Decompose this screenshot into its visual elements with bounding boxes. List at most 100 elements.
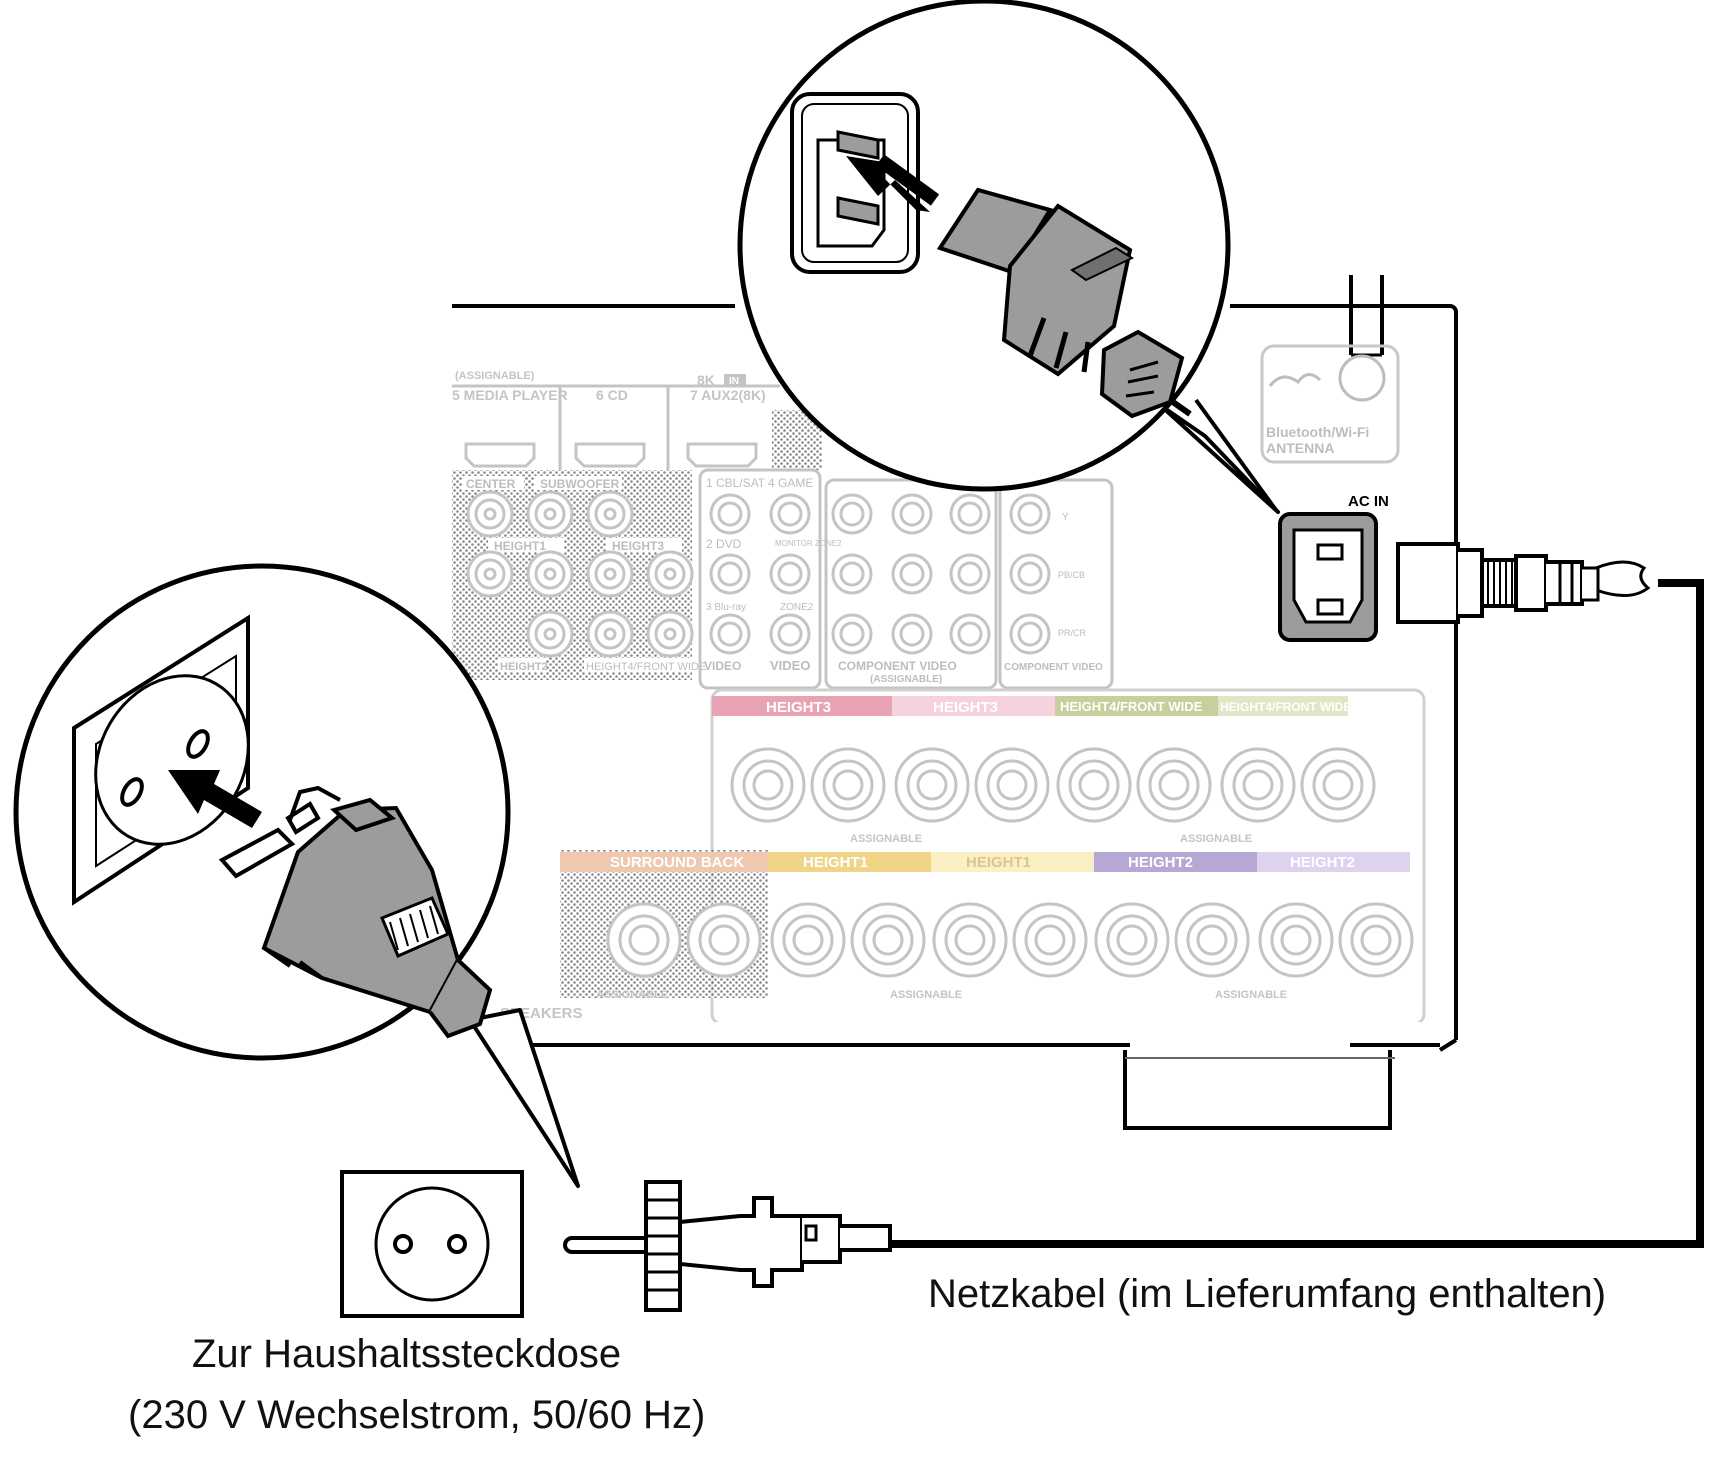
- video-label-monitor: MONITOR ZONE2: [775, 539, 842, 548]
- rca-jack[interactable]: [526, 550, 574, 598]
- speaker-post[interactable]: [810, 747, 886, 823]
- speaker-text-height2-r: HEIGHT2: [1128, 854, 1193, 871]
- rca-jack[interactable]: [891, 613, 933, 655]
- speaker-label-height3-l: [892, 696, 1055, 716]
- ac-in-label: AC IN: [1348, 493, 1389, 510]
- speaker-post[interactable]: [1300, 747, 1376, 823]
- video-in-label: VIDEO: [704, 659, 741, 673]
- rca-jack[interactable]: [891, 553, 933, 595]
- hdmi-label-cd: 6 CD: [596, 387, 628, 403]
- speaker-text-surround-back: SURROUND BACK: [610, 854, 744, 871]
- component-out-label: COMPONENT VIDEO: [1004, 662, 1103, 673]
- zoom-bubble-ac-in: [737, 0, 1280, 514]
- antenna-jack[interactable]: [1260, 344, 1400, 464]
- rca-jack[interactable]: [1009, 613, 1051, 655]
- rca-jack[interactable]: [769, 493, 811, 535]
- rca-jack[interactable]: [769, 553, 811, 595]
- rca-jack[interactable]: [891, 493, 933, 535]
- insert-arrow-icon: [846, 156, 930, 212]
- speaker-text-height3-l: HEIGHT3: [933, 699, 998, 716]
- rca-jack[interactable]: [1009, 553, 1051, 595]
- speaker-post[interactable]: [1174, 902, 1250, 978]
- speaker-post[interactable]: [1258, 902, 1334, 978]
- speaker-label-height4-l: [1218, 696, 1348, 716]
- assignable-label-row1-left: ASSIGNABLE: [850, 833, 922, 845]
- video-jacks: [709, 493, 1051, 655]
- hdmi-port-7[interactable]: [686, 442, 758, 468]
- rca-jack[interactable]: [709, 553, 751, 595]
- hdmi-label-media-player: 5 MEDIA PLAYER: [452, 387, 568, 403]
- rca-jack[interactable]: [949, 553, 991, 595]
- rca-jack[interactable]: [709, 493, 751, 535]
- rca-jack[interactable]: [1009, 493, 1051, 535]
- preout-center-label: CENTER: [466, 477, 516, 491]
- rca-jack[interactable]: [646, 550, 694, 598]
- speaker-post[interactable]: [606, 902, 682, 978]
- rca-jack[interactable]: [466, 550, 514, 598]
- antenna-label-line1: Bluetooth/Wi-Fi: [1266, 424, 1369, 440]
- rca-jack[interactable]: [526, 610, 574, 658]
- rca-jack[interactable]: [586, 490, 634, 538]
- assignable-label-row2-left: ASSIGNABLE: [890, 989, 962, 1001]
- rca-jack[interactable]: [831, 553, 873, 595]
- outlet-caption-line1: Zur Haushaltssteckdose: [192, 1332, 622, 1376]
- speaker-post[interactable]: [1056, 747, 1132, 823]
- speaker-post[interactable]: [1220, 747, 1296, 823]
- speaker-post[interactable]: [1012, 902, 1088, 978]
- component-y-label: Y: [1062, 512, 1069, 523]
- video-label-zone2: ZONE2: [780, 602, 814, 613]
- rca-jack[interactable]: [586, 610, 634, 658]
- rca-jack[interactable]: [831, 613, 873, 655]
- cable-caption: Netzkabel (im Lieferumfang enthalten): [928, 1272, 1607, 1316]
- assignable-label-surround: ASSIGNABLE: [596, 989, 668, 1001]
- rca-jack[interactable]: [646, 610, 694, 658]
- ac-in-socket[interactable]: AC IN: [1278, 493, 1389, 642]
- speaker-label-height1-l: [931, 852, 1094, 872]
- panel-faded-area: (ASSIGNABLE) 8K IN 5 MEDIA PLAYER 6 CD 7…: [452, 370, 1426, 1022]
- video-out-label: VIDEO: [770, 658, 810, 673]
- rca-jack[interactable]: [526, 490, 574, 538]
- speaker-post[interactable]: [1136, 747, 1212, 823]
- schuko-plug[interactable]: [563, 1180, 892, 1312]
- speaker-post[interactable]: [1338, 902, 1414, 978]
- speaker-text-height1-l: HEIGHT1: [966, 854, 1031, 871]
- rca-jack[interactable]: [949, 493, 991, 535]
- assignable-label-row1-right: ASSIGNABLE: [1180, 833, 1252, 845]
- zoom-bubble-socket: [13, 563, 580, 1188]
- rca-jack[interactable]: [709, 613, 751, 655]
- rca-jack[interactable]: [466, 490, 514, 538]
- rca-jack[interactable]: [769, 613, 811, 655]
- speaker-text-height4-l: HEIGHT4/FRONT WIDE: [1220, 700, 1351, 714]
- rca-jack[interactable]: [949, 613, 991, 655]
- speaker-label-height2-l: [1257, 852, 1410, 872]
- speaker-post[interactable]: [850, 902, 926, 978]
- assignable-label-row2-right: ASSIGNABLE: [1215, 989, 1287, 1001]
- preout-block: CENTER SUBWOOFER HEIGHT1 HEIGHT3 HEIGHT2…: [452, 410, 822, 680]
- speaker-text-height1-r: HEIGHT1: [803, 854, 868, 871]
- panel-outline: [452, 304, 1458, 1130]
- hdmi-port-5[interactable]: [464, 442, 536, 468]
- speaker-post[interactable]: [974, 747, 1050, 823]
- video-label-cbl: 1 CBL/SAT: [706, 476, 766, 490]
- video-area: 1 CBL/SAT 4 GAME 2 DVD 3 Blu-ray MONITOR…: [698, 468, 1114, 690]
- speaker-post[interactable]: [730, 747, 806, 823]
- hdmi-port-6[interactable]: [574, 442, 646, 468]
- speaker-posts: [606, 747, 1414, 978]
- preout-subwoofer-label: SUBWOOFER: [540, 477, 620, 491]
- speaker-post[interactable]: [686, 902, 762, 978]
- preout-height3-label: HEIGHT3: [612, 539, 664, 553]
- speaker-post[interactable]: [932, 902, 1008, 978]
- component-pr-label: PR/CR: [1058, 628, 1087, 638]
- wall-socket[interactable]: [340, 1170, 524, 1318]
- rca-jack[interactable]: [831, 493, 873, 535]
- speaker-label-height1-r: [768, 852, 931, 872]
- iec-connector[interactable]: [1396, 542, 1600, 624]
- rca-jack[interactable]: [586, 550, 634, 598]
- speaker-post[interactable]: [1094, 902, 1170, 978]
- video-label-bluray: 3 Blu-ray: [706, 602, 746, 613]
- power-cable: [563, 542, 1704, 1312]
- speaker-post[interactable]: [894, 747, 970, 823]
- speaker-post[interactable]: [770, 902, 846, 978]
